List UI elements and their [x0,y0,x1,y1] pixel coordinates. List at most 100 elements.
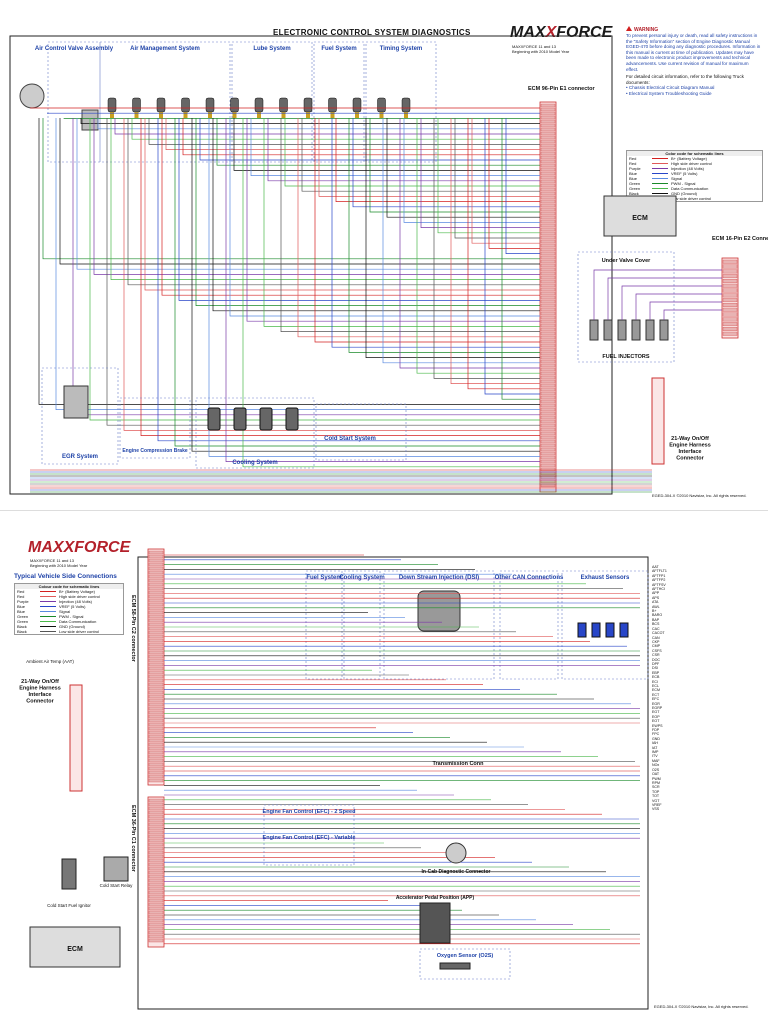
top-brand-logo: MAXXFORCE [510,24,613,41]
ecm96-pin [540,323,556,328]
top-wire [89,118,540,421]
exhaust-sensor-icon [605,622,615,638]
ecm58-pin [148,654,164,659]
ecm96-pin [540,483,556,488]
diag-label: In-Cab Diagnostic Connector [422,869,491,875]
ecm96-pin [540,271,556,276]
abbrev-item: EGRP [652,706,663,710]
top-brand-sub2: Beginning with 2010 Model Year [512,49,570,54]
legend-desc: Signal [59,609,71,614]
ecm58-pin [148,602,164,607]
top-wire [59,118,540,265]
abbrev-item: EGT [652,710,660,715]
ecm58-pin [148,686,164,691]
cooling-sensor-icon [207,407,221,431]
ecm96-pin [540,247,556,252]
ecm58-pin [148,666,164,671]
dsi-unit-icon [417,590,461,632]
ecm58-pin [148,758,164,763]
abbrev-item: CKP [652,639,660,644]
bottom-brand-logo: MAXXFORCE [28,539,131,556]
abbrev-item: FDP [652,728,660,733]
fan2-label: Engine Fan Control (EFC) - 2 Speed [263,809,356,815]
top-wire [225,118,540,462]
sensor-icon [181,97,190,113]
sensor-tip-icon [355,112,359,118]
abbrev-item: VGT [652,798,660,803]
legend-swatch [652,172,668,175]
ecm58-label: ECM 58-Pin C2 connector [130,595,136,663]
ecm96-pin [540,459,556,464]
abbrev-item: AAT [652,565,659,569]
ecm96-pin [540,403,556,408]
ecm96-pin [540,335,556,340]
abbrev-item: IAH [652,741,658,746]
ecm16-pin [722,317,738,322]
top-wire [501,118,540,400]
legend-color-name: Blue [629,171,638,176]
section-box [99,41,231,163]
sensor-tip-icon [134,112,139,118]
ecm96-pin [540,407,556,412]
abbrev-item: ECT [652,692,660,697]
ecm58-pin [148,642,164,647]
sensor-icon [230,97,239,113]
top-wire [140,118,540,436]
ecm96-pin [540,435,556,440]
ecm36-pin [148,878,164,883]
ecm36-pin [148,938,164,943]
ecm96-pin [540,463,556,468]
abbrev-item: AFTHCI [652,587,665,592]
ecm36-pin [148,810,164,815]
for-detailed: For detailed circuit information, refer … [626,74,744,85]
top-wire [80,118,540,124]
ecm58-pin [148,578,164,583]
top-wire [165,118,540,150]
ecm58-pin [148,622,164,627]
ecm58-pin [148,710,164,715]
ecm58-pin [148,746,164,751]
legend-swatch [652,162,668,165]
ecm96-pin [540,347,556,352]
top-wire [93,118,540,275]
injector-icon [631,319,641,341]
ecm96-pin [540,115,556,120]
legend-desc: B+ (Battery Voltage) [59,589,95,594]
section-box [231,41,313,163]
ecm58-pin [148,554,164,559]
top-wire [416,118,540,374]
top-wire [267,118,540,182]
legend-swatch [652,177,668,180]
ecm96-pin [540,395,556,400]
exhaust-sensor-icon [591,622,601,638]
abbrev-item: VSS [652,807,660,812]
ecm58-pin [148,670,164,675]
bottom-section-title: Other CAN Connections [495,575,564,581]
legend-color-name: Green [629,186,641,191]
ecm58-pin [148,590,164,595]
section-box [365,41,437,163]
abbrev-item: DSI [652,666,658,671]
abbrev-item: EOT [652,719,660,724]
abbrev-item: AFTFP2 [652,578,666,583]
abbrev-item: DOC [652,657,660,662]
legend-color-name: Green [629,181,641,186]
transmission-label: Transmission Conn [432,761,484,767]
section-title: Air Management System [130,46,200,52]
abbrev-item: CAC [652,626,660,631]
ecm96-pin [540,195,556,200]
doc1: • Chassis Electrical Circuit Diagram Man… [626,85,715,91]
ecm36-pin [148,870,164,875]
top-wire [386,118,540,218]
ecm96-pin [540,103,556,108]
ecm36-pin [148,798,164,803]
harness21-label-line: Interface [679,449,702,455]
ecm96-pin [540,211,556,216]
